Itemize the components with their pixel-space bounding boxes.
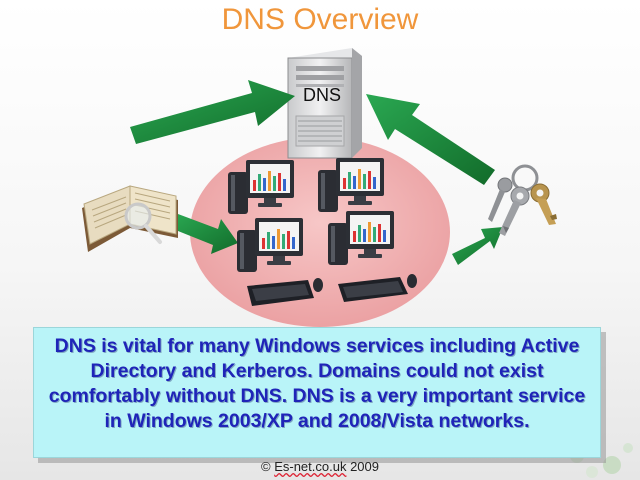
- footer-prefix: ©: [260, 459, 275, 474]
- arrow-book-to-server: [130, 80, 295, 144]
- arrow-keys-to-server: [366, 94, 495, 185]
- mouse-icon: [313, 274, 417, 292]
- arrow-keys-to-network: [452, 227, 503, 265]
- copyright-footer: © Es-net.co.uk 2009: [0, 459, 640, 474]
- server-icon: [287, 48, 362, 159]
- keyboard-icon: [247, 277, 408, 306]
- arrow-book-to-network: [173, 214, 238, 254]
- server-label: DNS: [303, 85, 342, 105]
- callout-box: DNS is vital for many Windows services i…: [33, 327, 601, 458]
- footer-year: 2009: [346, 459, 379, 474]
- magnifier-icon: [124, 202, 162, 244]
- callout-text: DNS is vital for many Windows services i…: [48, 335, 586, 432]
- footer-site: Es-net.co.uk: [274, 459, 347, 474]
- slide-title: DNS Overview: [221, 3, 419, 36]
- keys-icon: [488, 164, 557, 236]
